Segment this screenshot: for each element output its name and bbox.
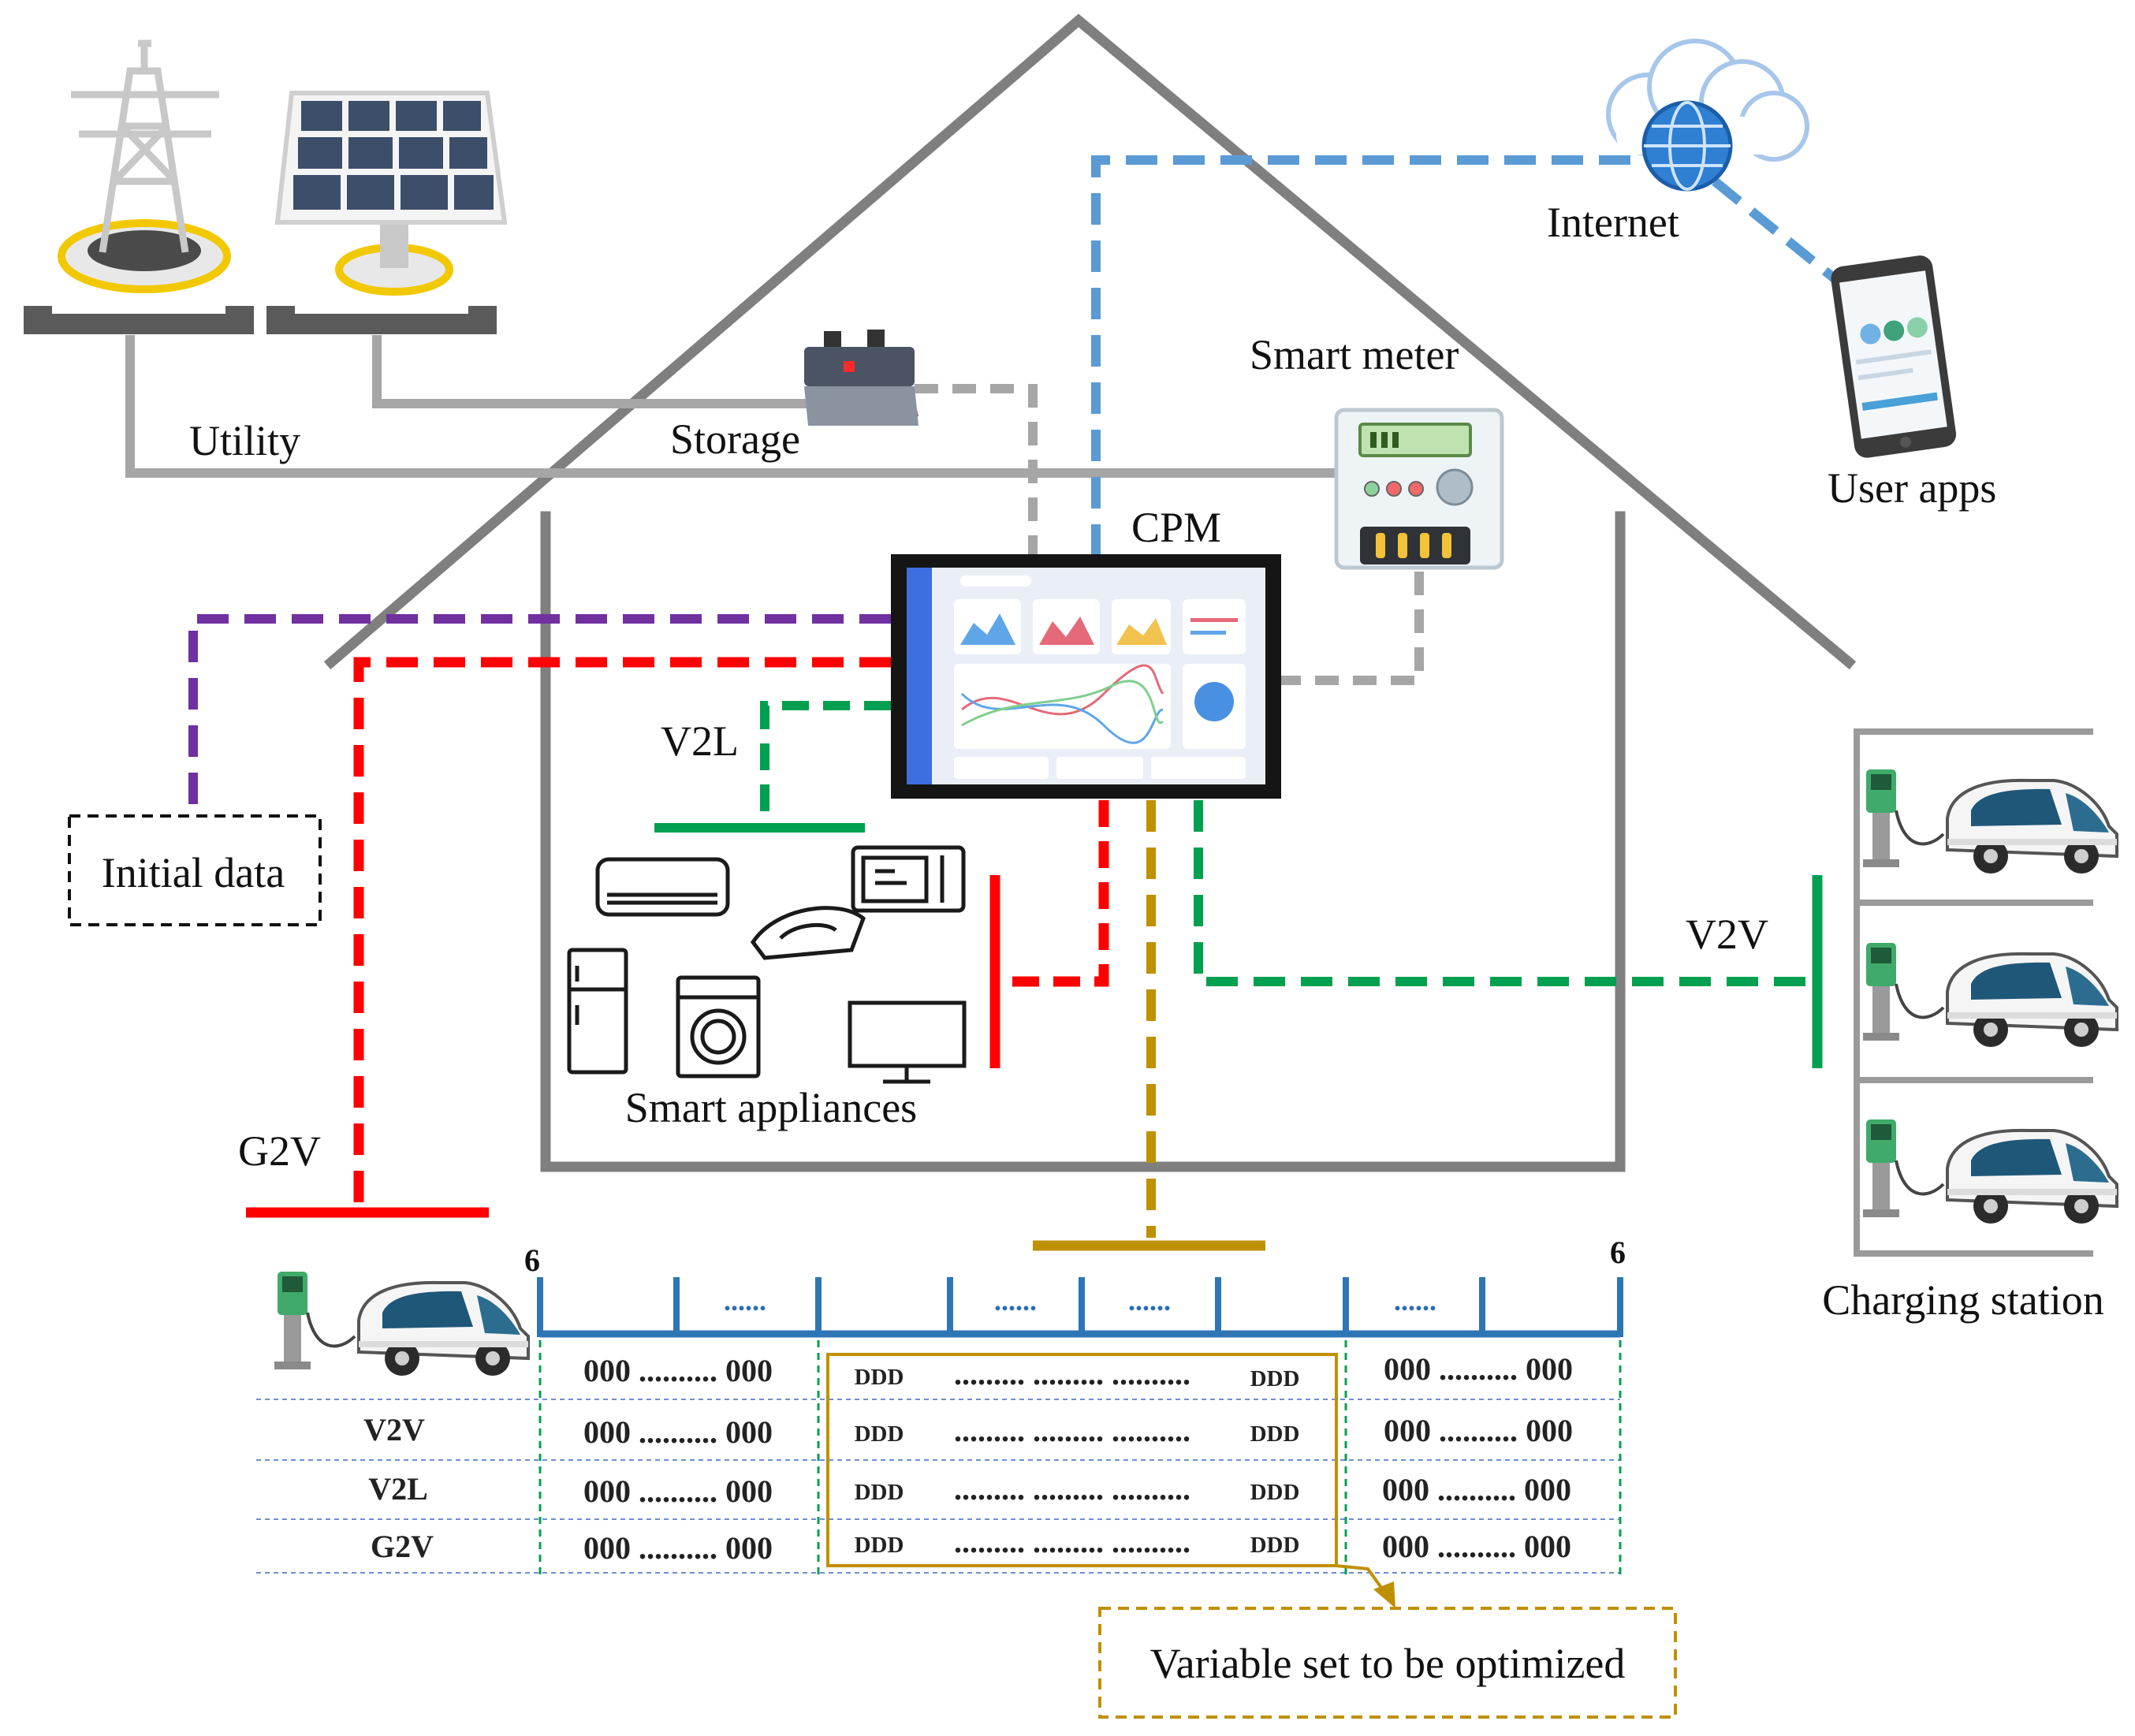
initial-data-label: Initial data bbox=[102, 849, 285, 896]
power-wiring bbox=[125, 335, 1424, 685]
variable-set-box bbox=[1098, 1607, 1677, 1719]
svg-text:DDD: DDD bbox=[1250, 1533, 1300, 1558]
cpm-label: CPM bbox=[1131, 504, 1221, 551]
variable-table: V2V V2L G2V 000 .......... 000 000 .....… bbox=[256, 1340, 1622, 1577]
decision-row: DDD ......... ......... .......... DDD bbox=[855, 1413, 1300, 1448]
binary-cell: 000 .......... 000 bbox=[1384, 1413, 1573, 1448]
optimized-variable-box bbox=[826, 1353, 1338, 1567]
refrigerator-icon bbox=[567, 948, 628, 1075]
svg-text:DDD: DDD bbox=[855, 1533, 904, 1558]
television-icon bbox=[848, 1000, 967, 1084]
utility-label: Utility bbox=[189, 417, 300, 464]
svg-text:......... ......... ..........: ......... ......... .......... bbox=[954, 1356, 1190, 1391]
svg-text:DDD: DDD bbox=[855, 1421, 904, 1447]
battery-icon bbox=[804, 330, 918, 426]
internet-link bbox=[1091, 155, 1844, 556]
appliance-supply-link bbox=[995, 800, 1109, 987]
g2v-label: G2V bbox=[238, 1127, 321, 1175]
smart-meter-icon bbox=[1334, 408, 1504, 570]
charging-station-frame bbox=[1854, 728, 2093, 1257]
transmission-tower-icon bbox=[24, 39, 254, 334]
binary-cell: 000 .......... 000 bbox=[1382, 1529, 1571, 1564]
charging-station-label: Charging station bbox=[1822, 1276, 2104, 1324]
g2v-link bbox=[353, 657, 891, 1202]
svg-text:DDD: DDD bbox=[855, 1365, 904, 1390]
timeline: 6 6 ...... ...... ...... ...... bbox=[524, 1235, 1626, 1338]
svg-text:......... ......... ..........: ......... ......... .......... bbox=[954, 1471, 1190, 1507]
solar-panel-icon bbox=[266, 91, 508, 334]
internet-label: Internet bbox=[1547, 199, 1679, 246]
v2v-label: V2V bbox=[1686, 911, 1768, 958]
microwave-icon bbox=[851, 845, 966, 913]
internet-cloud-icon bbox=[1606, 39, 1809, 192]
user-apps-label: User apps bbox=[1828, 464, 1996, 512]
timeline-end-label: 6 bbox=[1610, 1235, 1626, 1270]
timeline-gap: ...... bbox=[1128, 1285, 1171, 1317]
svg-text:......... ......... ..........: ......... ......... .......... bbox=[954, 1413, 1190, 1448]
decision-row: DDD ......... ......... .......... DDD bbox=[855, 1356, 1300, 1391]
binary-cell: 000 .......... 000 bbox=[1384, 1351, 1573, 1387]
ev-car-icon bbox=[1861, 768, 2118, 875]
storage-label: Storage bbox=[670, 415, 800, 463]
svg-text:......... ......... ..........: ......... ......... .......... bbox=[954, 1524, 1190, 1559]
binary-cell: 000 .......... 000 bbox=[583, 1473, 773, 1509]
smartphone-icon bbox=[1831, 255, 1957, 458]
svg-text:DDD: DDD bbox=[1250, 1366, 1300, 1391]
v2l-link bbox=[760, 701, 891, 824]
callout-arrow bbox=[1336, 1564, 1395, 1608]
v2l-label: V2L bbox=[661, 717, 739, 765]
binary-cell: 000 .......... 000 bbox=[1382, 1472, 1571, 1507]
cpm-dashboard-screen bbox=[891, 554, 1281, 799]
iron-icon bbox=[750, 906, 866, 960]
svg-text:DDD: DDD bbox=[855, 1480, 904, 1505]
svg-text:DDD: DDD bbox=[1250, 1421, 1300, 1447]
decision-row: DDD ......... ......... .......... DDD bbox=[855, 1524, 1300, 1559]
house-outline bbox=[323, 13, 1857, 1172]
timeline-gap: ...... bbox=[1394, 1285, 1436, 1317]
smart-meter-label: Smart meter bbox=[1250, 331, 1459, 378]
washing-machine-icon bbox=[676, 975, 761, 1078]
ev-car-icon bbox=[1861, 941, 2118, 1049]
smart-appliances-group bbox=[567, 845, 967, 1084]
smart-appliances-label: Smart appliances bbox=[625, 1084, 917, 1131]
variable-set-label: Variable set to be optimized bbox=[1150, 1640, 1626, 1687]
timeline-start-label: 6 bbox=[524, 1242, 540, 1278]
initial-data-link bbox=[188, 614, 891, 816]
timeline-gap: ...... bbox=[724, 1285, 766, 1317]
row-label-v2v: V2V bbox=[363, 1412, 425, 1447]
decision-row: DDD ......... ......... .......... DDD bbox=[855, 1471, 1300, 1507]
ev-car-icon bbox=[273, 1270, 530, 1377]
air-conditioner-icon bbox=[595, 857, 730, 917]
row-label-g2v: G2V bbox=[371, 1529, 434, 1564]
row-label-v2l: V2L bbox=[368, 1471, 428, 1507]
timeline-gap: ...... bbox=[994, 1285, 1037, 1317]
svg-text:DDD: DDD bbox=[1250, 1480, 1300, 1505]
ev-car-icon bbox=[1861, 1118, 2118, 1225]
binary-cell: 000 .......... 000 bbox=[583, 1414, 773, 1450]
v2v-link bbox=[1194, 800, 1817, 986]
binary-cell: 000 .......... 000 bbox=[583, 1353, 773, 1388]
binary-cell: 000 .......... 000 bbox=[583, 1530, 773, 1566]
